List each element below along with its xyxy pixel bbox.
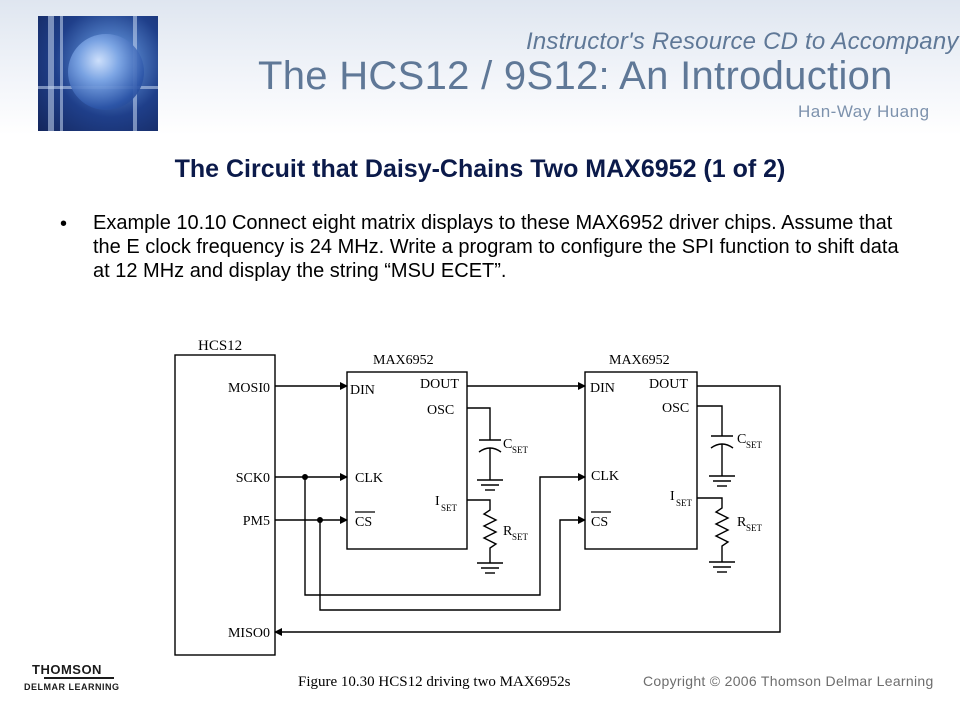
cap1-label: C xyxy=(503,437,512,452)
max6952-block-2 xyxy=(584,371,698,550)
bullet-point-icon: • xyxy=(60,213,68,235)
res2-label: R xyxy=(737,515,747,530)
publisher-line2: DELMAR LEARNING xyxy=(24,682,120,692)
chip2-dout: DOUT xyxy=(649,377,688,392)
resistor-rset-1 xyxy=(467,499,498,563)
chip2-clk: CLK xyxy=(591,469,619,484)
wire-osc1 xyxy=(467,407,491,440)
slide-body-text: Example 10.10 Connect eight matrix displ… xyxy=(93,212,899,282)
res1-label-sub: SET xyxy=(512,532,529,542)
chip1-din: DIN xyxy=(350,383,375,398)
chip1-name: MAX6952 xyxy=(373,353,434,368)
junction-sck xyxy=(302,474,308,480)
cap2-label-sub: SET xyxy=(746,440,763,450)
chip2-din: DIN xyxy=(590,381,615,396)
header-banner: Instructor's Resource CD to Accompany Th… xyxy=(0,0,960,135)
pin-miso0: MISO0 xyxy=(228,626,270,641)
chip2-iset-sub: SET xyxy=(676,498,693,508)
chip1-osc: OSC xyxy=(427,403,454,418)
resistor-rset-2 xyxy=(697,497,730,562)
thomson-logo: THOMSON DELMAR LEARNING xyxy=(24,660,134,706)
publisher-line1: THOMSON xyxy=(32,662,102,677)
wire-pm5-cs2 xyxy=(319,516,586,611)
cap1-label-sub: SET xyxy=(512,445,529,455)
pin-sck0: SCK0 xyxy=(236,471,270,486)
chip1-dout: DOUT xyxy=(420,377,459,392)
book-cover-image xyxy=(38,16,158,131)
chip2-iset: I xyxy=(670,489,675,504)
max6952-block-1 xyxy=(346,371,468,550)
wire-sck-clk2 xyxy=(304,473,586,596)
chip1-iset: I xyxy=(435,494,440,509)
chip2-name: MAX6952 xyxy=(609,353,670,368)
pin-mosi0: MOSI0 xyxy=(228,381,270,396)
copyright-notice: Copyright © 2006 Thomson Delmar Learning xyxy=(643,673,934,689)
figure-caption: Figure 10.30 HCS12 driving two MAX6952s xyxy=(298,674,571,690)
chip1-clk: CLK xyxy=(355,471,383,486)
res2-label-sub: SET xyxy=(746,523,763,533)
author-name: Han-Way Huang xyxy=(798,102,930,121)
cd-subtitle: Instructor's Resource CD to Accompany xyxy=(526,28,959,55)
chip2-osc: OSC xyxy=(662,401,689,416)
slide-title: The Circuit that Daisy-Chains Two MAX695… xyxy=(174,155,786,183)
logo-arrow-icon xyxy=(44,677,114,679)
junction-pm5 xyxy=(317,517,323,523)
book-title: The HCS12 / 9S12: An Introduction xyxy=(258,54,893,98)
chip2-cs: CS xyxy=(591,515,608,530)
chip1-iset-sub: SET xyxy=(441,503,458,513)
res1-label: R xyxy=(503,524,513,539)
chip1-cs: CS xyxy=(355,515,372,530)
hcs12-block xyxy=(174,354,276,656)
wire-dout2-miso xyxy=(274,385,781,636)
cap2-label: C xyxy=(737,432,746,447)
pin-pm5: PM5 xyxy=(243,514,270,529)
wire-osc2 xyxy=(697,405,723,436)
hcs12-label: HCS12 xyxy=(198,338,242,354)
circuit-diagram: HCS12 MOSI0 SCK0 PM5 MISO0 MAX6952 DIN D… xyxy=(174,338,781,690)
